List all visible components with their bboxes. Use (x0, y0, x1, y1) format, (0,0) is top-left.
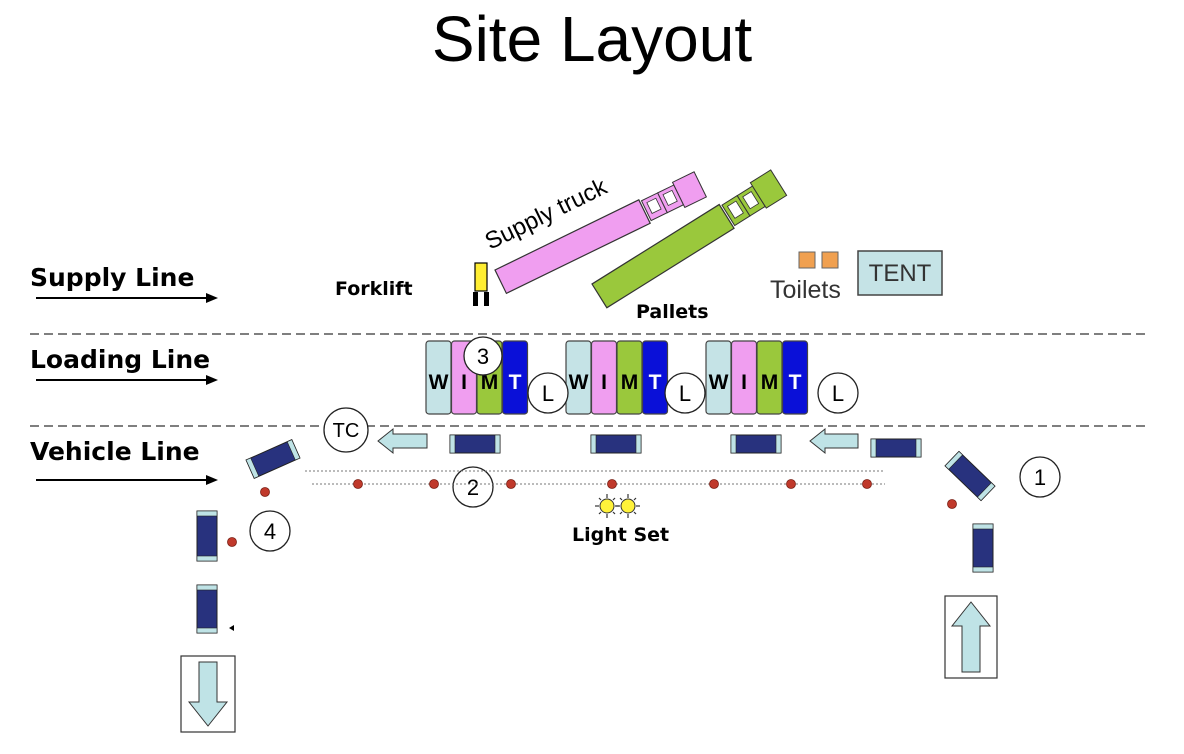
vehicle-icon (944, 450, 996, 502)
svg-text:4: 4 (264, 519, 276, 544)
toilets-label: Toilets (770, 276, 841, 304)
cone-icon (260, 487, 270, 497)
cone-icon (947, 499, 957, 509)
marker-4: 4 (249, 510, 291, 552)
station-block-label: W (709, 371, 729, 394)
lane-label-supply: Supply Line (30, 263, 195, 292)
loader-marker: L (664, 372, 706, 414)
forklift-icon (473, 262, 489, 306)
station-block-label: M (621, 371, 639, 394)
toilet-icon (821, 251, 839, 269)
lane-label-loading: Loading Line (30, 345, 211, 374)
svg-text:TC: TC (333, 420, 360, 442)
svg-text:3: 3 (477, 344, 489, 369)
svg-text:L: L (542, 381, 554, 406)
marker-3: 3 (463, 336, 503, 376)
traffic-control-marker: TC (323, 407, 369, 453)
station-block-label: I (741, 371, 747, 394)
vehicles (196, 434, 996, 634)
station-block-label: T (649, 371, 662, 394)
light-set-icon (595, 494, 640, 518)
cone-icon (429, 479, 439, 489)
pallets-truck-icon (591, 169, 788, 309)
flow-arrow-icon (809, 427, 859, 455)
cone-icon (607, 479, 617, 489)
exit-arrow-icon (180, 655, 236, 733)
svg-text:2: 2 (467, 475, 479, 500)
marker-2: 2 (452, 466, 494, 508)
vehicle-icon (870, 438, 922, 458)
cone-icon (862, 479, 872, 489)
vehicle-icon (590, 434, 642, 454)
vehicle-icon (449, 434, 501, 454)
vehicle-lane-arrow-icon (36, 475, 218, 485)
vehicle-icon (730, 434, 782, 454)
lane-label-vehicle: Vehicle Line (30, 437, 200, 466)
station-block-label: T (789, 371, 802, 394)
station-block-t (501, 340, 529, 415)
vehicle-icon (972, 523, 994, 573)
cone-icon (506, 479, 516, 489)
pallets-label: Pallets (636, 301, 709, 323)
flow-arrow-icon (377, 427, 428, 455)
loader-marker: L (817, 372, 859, 414)
station-block-label: I (461, 371, 467, 394)
supply-lane-arrow-icon (36, 293, 218, 303)
toilet-icon (798, 251, 816, 269)
station-block-label: M (761, 371, 779, 394)
loader-marker: L (527, 372, 569, 414)
station-block-label: M (481, 371, 499, 394)
pointer-icon (229, 625, 234, 631)
light-set-label: Light Set (572, 524, 670, 546)
forklift-label: Forklift (335, 278, 413, 300)
cones (227, 479, 957, 547)
station-block-label: W (429, 371, 449, 394)
supply-truck-icon (494, 171, 708, 295)
station-block-t (641, 340, 669, 415)
svg-text:L: L (832, 381, 844, 406)
cone-icon (709, 479, 719, 489)
loading-lane-arrow-icon (36, 375, 218, 385)
cone-icon (353, 479, 363, 489)
cone-icon (227, 537, 237, 547)
marker-1: 1 (1019, 456, 1061, 498)
station-block-label: I (601, 371, 607, 394)
station-block-t (781, 340, 809, 415)
tent-label: TENT (869, 260, 932, 287)
vehicle-icon (196, 510, 218, 562)
station-block-label: W (569, 371, 589, 394)
vehicle-icon (196, 584, 218, 634)
svg-text:L: L (679, 381, 691, 406)
entry-arrow-icon (944, 595, 998, 679)
cone-icon (786, 479, 796, 489)
markers: 1 2 3 4 L L L TC (249, 336, 1061, 552)
svg-text:1: 1 (1034, 465, 1046, 490)
tent-icon (857, 250, 943, 296)
page-title: Site Layout (431, 3, 753, 75)
station-block-label: T (509, 371, 522, 394)
vehicle-icon (245, 439, 301, 479)
